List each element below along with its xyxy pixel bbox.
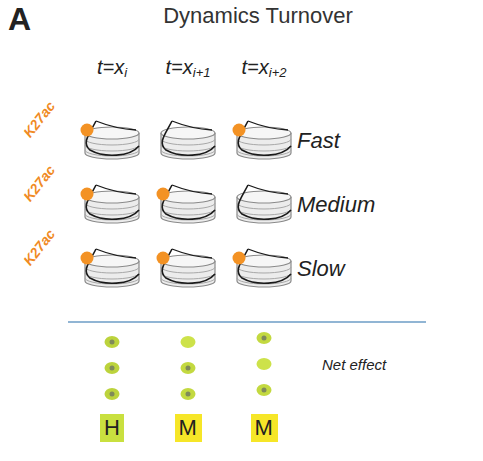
net-dot-core [186,366,191,371]
net-dot [257,332,272,344]
acetyl-dot [81,124,94,137]
nucleosome [85,185,139,223]
net-dot-core [262,336,267,341]
header-base: t=x [166,56,193,78]
mark-label: K27ac [21,163,59,205]
state-box: H [100,414,124,442]
nucleosome [85,121,139,159]
net-dot-core [262,388,267,393]
net-dot-core [110,366,115,371]
panel-letter: A [8,2,31,37]
acetyl-dot [157,188,170,201]
nucleosome-grid [85,121,291,287]
acetyl-dot [157,252,170,265]
row-label: Medium [297,193,375,217]
time-header: t=xi+2 [242,56,287,78]
net-dot [181,336,196,348]
state-box: M [175,414,202,442]
mark-label: K27ac [21,99,59,141]
net-dot [105,362,120,374]
acetyl-dot [81,188,94,201]
nucleosome [85,249,139,287]
net-dot-core [186,392,191,397]
net-dot [105,336,120,348]
nucleosome [237,121,291,159]
header-subscript: i+1 [193,65,211,80]
figure-title: Dynamics Turnover [163,4,353,28]
nucleosome [237,185,291,223]
divider-line [68,321,426,323]
net-dot-core [110,392,115,397]
nucleosome [161,185,215,223]
mark-label: K27ac [21,227,59,269]
net-dot [257,384,272,396]
acetyl-dot [233,252,246,265]
net-dot [105,388,120,400]
nucleosome [161,121,215,159]
header-subscript: i+2 [269,65,287,80]
net-effect-dots [105,332,272,400]
row-label: Fast [297,129,340,153]
acetyl-dot [233,124,246,137]
nucleosome [237,249,291,287]
acetyl-dot [81,252,94,265]
header-subscript: i [124,65,127,80]
net-dot [181,388,196,400]
nucleosome [161,249,215,287]
net-dot [181,362,196,374]
note-label: Net effect [322,357,386,374]
row-label: Slow [297,257,345,281]
net-dot-core [110,340,115,345]
state-box: M [251,414,278,442]
time-header: t=xi+1 [166,56,211,78]
state-letter: H [104,415,120,440]
header-base: t=x [97,56,124,78]
net-dot [257,358,272,370]
state-letter: M [255,415,274,440]
acetyl-marks [81,124,246,265]
header-base: t=x [242,56,269,78]
state-letter: M [179,415,198,440]
time-header: t=xi [97,56,127,78]
